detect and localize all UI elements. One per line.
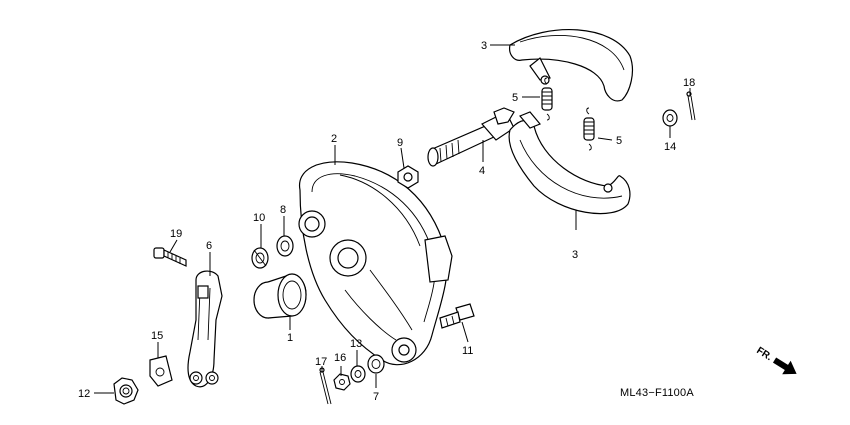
castle-nut: [333, 373, 351, 391]
label-13: 13: [350, 338, 362, 350]
bolt-19: [153, 247, 187, 267]
label-2: 2: [331, 133, 337, 145]
pin-18: [686, 91, 696, 121]
label-17: 17: [315, 356, 327, 368]
brake-cam: [427, 107, 515, 167]
bolt-11: [439, 303, 475, 329]
label-14: 14: [664, 141, 676, 153]
label-19: 19: [170, 228, 182, 240]
brake-panel: [298, 161, 453, 366]
label-5-upper: 5: [512, 92, 518, 104]
label-1: 1: [287, 332, 293, 344]
wear-indicator: [397, 165, 419, 189]
label-3-upper: 3: [481, 40, 487, 52]
leader-lines: [94, 44, 691, 394]
dust-seal: [276, 235, 294, 257]
spring-lower: [583, 107, 595, 151]
seal-7: [367, 354, 385, 374]
label-9: 9: [397, 137, 403, 149]
front-direction-arrow: FR.: [754, 345, 797, 375]
label-6: 6: [206, 240, 212, 252]
washer-14: [662, 109, 678, 127]
label-12: 12: [78, 388, 90, 400]
flange-nut: [113, 377, 139, 405]
label-4: 4: [479, 165, 485, 177]
washer-10: [251, 247, 269, 269]
label-18: 18: [683, 77, 695, 89]
label-5-lower: 5: [616, 135, 622, 147]
washer-13: [350, 365, 366, 383]
brake-shoe-upper: [509, 29, 634, 102]
label-10: 10: [253, 212, 265, 224]
label-15: 15: [151, 330, 163, 342]
part-labels: 1 2 3 3 4 5 5 6 7 8 9 10 11 12 13 14 15 …: [78, 40, 695, 403]
label-7: 7: [373, 391, 379, 403]
label-11: 11: [462, 345, 473, 357]
label-16: 16: [334, 352, 346, 364]
collar: [253, 273, 307, 319]
stopper-plate: [149, 355, 173, 387]
label-8: 8: [280, 204, 286, 216]
spring-upper: [541, 77, 553, 121]
direction-label: FR.: [754, 345, 774, 363]
brake-arm: [187, 270, 223, 388]
catalog-code: ML43−F1100A: [620, 387, 694, 399]
brake-shoe-lower: [508, 111, 631, 215]
cotter-pin: [319, 367, 332, 405]
label-3-lower: 3: [572, 249, 578, 261]
